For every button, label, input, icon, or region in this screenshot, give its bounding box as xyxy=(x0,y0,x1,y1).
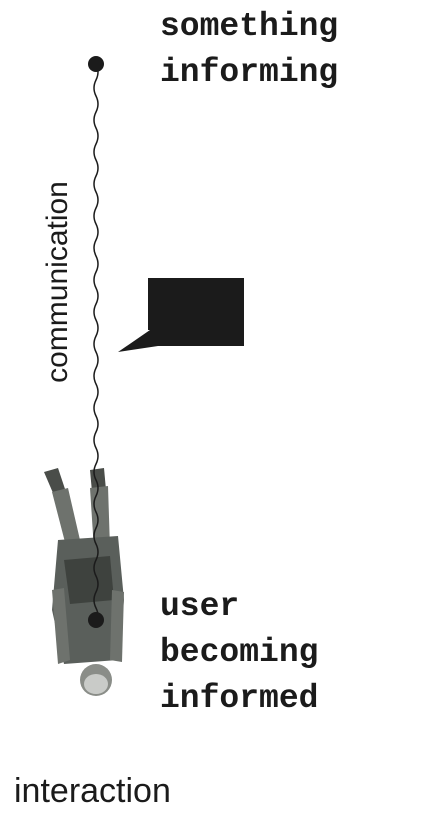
communication-label: communication xyxy=(41,181,75,383)
bottom-label-line-1: user xyxy=(160,584,318,630)
top-endpoint-dot xyxy=(88,56,104,72)
bottom-endpoint-dot xyxy=(88,612,104,628)
top-label-line-2: informing xyxy=(160,50,338,96)
interaction-caption: interaction xyxy=(14,772,171,811)
something-informing-label: something informing xyxy=(160,4,338,96)
user-becoming-informed-label: user becoming informed xyxy=(160,584,318,722)
speech-bubble-icon xyxy=(118,278,244,352)
bottom-label-line-2: becoming xyxy=(160,630,318,676)
person-figure-icon xyxy=(44,468,124,696)
bottom-label-line-3: informed xyxy=(160,676,318,722)
top-label-line-1: something xyxy=(160,4,338,50)
